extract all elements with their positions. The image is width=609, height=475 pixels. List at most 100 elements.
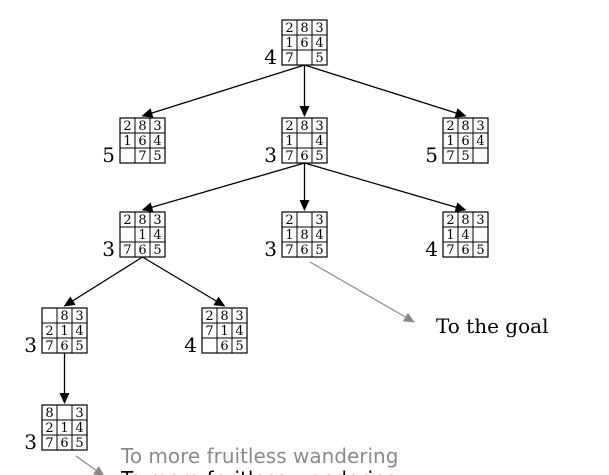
tile-value: 8 <box>60 309 68 324</box>
heuristic-score: 5 <box>102 143 115 167</box>
tile-value: 3 <box>476 213 484 228</box>
edge-arrow <box>141 64 305 118</box>
tile-value: 2 <box>123 213 131 228</box>
tile-value: 1 <box>123 134 131 149</box>
wandering-label-cropped: To more fruitless wandering <box>120 467 398 475</box>
tile-value: 6 <box>300 243 308 258</box>
wandering-arrow <box>75 455 105 475</box>
tile-value: 3 <box>315 213 323 228</box>
tile-value: 8 <box>300 119 308 134</box>
tile-value: 5 <box>75 339 83 354</box>
tile-value: 3 <box>75 309 83 324</box>
tile-value: 4 <box>315 36 323 51</box>
tile-value: 6 <box>220 339 228 354</box>
tile-value: 3 <box>153 213 161 228</box>
tile-value: 4 <box>476 134 484 149</box>
tile-value: 4 <box>153 228 161 243</box>
tile-value: 2 <box>446 119 454 134</box>
board-cell <box>149 241 166 258</box>
tile-value: 4 <box>315 134 323 149</box>
tile-value: 3 <box>235 309 243 324</box>
tile-value: 8 <box>45 406 53 421</box>
tile-value: 2 <box>285 213 293 228</box>
tile-value: 2 <box>446 213 454 228</box>
board-cell <box>149 147 166 164</box>
tile-value: 7 <box>205 324 213 339</box>
tile-value: 5 <box>461 149 469 164</box>
heuristic-score: 3 <box>264 143 277 167</box>
tile-value: 7 <box>45 339 53 354</box>
tile-value: 1 <box>60 421 68 436</box>
tile-value: 8 <box>220 309 228 324</box>
edge-arrow <box>304 162 467 212</box>
tile-value: 1 <box>138 228 146 243</box>
edge-arrow <box>142 256 226 307</box>
heuristic-score: 5 <box>425 143 438 167</box>
annotations-layer: To the goal To more fruitless wandering … <box>75 261 548 475</box>
tile-value: 1 <box>446 228 454 243</box>
tile-value: 1 <box>60 324 68 339</box>
board-cell <box>71 337 88 354</box>
tile-value: 8 <box>461 213 469 228</box>
edge-arrow <box>304 64 467 118</box>
tile-value: 2 <box>205 309 213 324</box>
tile-value: 6 <box>300 36 308 51</box>
tile-value: 7 <box>285 51 293 66</box>
tile-value: 1 <box>285 36 293 51</box>
tile-value: 2 <box>285 119 293 134</box>
tile-value: 4 <box>75 421 83 436</box>
wandering-label: To more fruitless wandering <box>120 444 398 468</box>
tile-value: 1 <box>285 228 293 243</box>
board-cell <box>472 147 489 164</box>
tile-value: 4 <box>461 228 469 243</box>
heuristic-score: 3 <box>24 430 37 454</box>
board-frame <box>442 117 489 164</box>
tile-value: 6 <box>138 134 146 149</box>
tile-value: 8 <box>300 21 308 36</box>
tile-value: 3 <box>315 21 323 36</box>
tile-value: 2 <box>123 119 131 134</box>
heuristic-score: 3 <box>264 237 277 261</box>
tile-value: 5 <box>75 436 83 451</box>
tile-value: 6 <box>138 243 146 258</box>
tile-value: 4 <box>153 134 161 149</box>
board-cell <box>311 147 328 164</box>
heuristic-score: 4 <box>264 45 277 69</box>
goal-label: To the goal <box>436 314 548 338</box>
tile-value: 3 <box>476 119 484 134</box>
tile-value: 3 <box>315 119 323 134</box>
tile-value: 5 <box>476 243 484 258</box>
board-cell <box>472 241 489 258</box>
board-cell <box>231 337 248 354</box>
tile-value: 4 <box>235 324 243 339</box>
tile-value: 2 <box>45 324 53 339</box>
tile-value: 6 <box>60 339 68 354</box>
heuristic-score: 3 <box>102 237 115 261</box>
tile-value: 8 <box>138 213 146 228</box>
edges-layer <box>59 64 467 404</box>
tile-value: 7 <box>285 149 293 164</box>
tile-value: 1 <box>285 134 293 149</box>
tile-value: 6 <box>300 149 308 164</box>
tile-value: 6 <box>461 243 469 258</box>
tile-value: 5 <box>153 149 161 164</box>
tile-value: 3 <box>153 119 161 134</box>
tile-value: 8 <box>461 119 469 134</box>
tile-value: 5 <box>315 149 323 164</box>
tile-value: 2 <box>285 21 293 36</box>
tile-value: 8 <box>138 119 146 134</box>
heuristic-score: 3 <box>24 333 37 357</box>
tile-value: 7 <box>138 149 146 164</box>
board-cell <box>311 241 328 258</box>
tile-value: 4 <box>75 324 83 339</box>
